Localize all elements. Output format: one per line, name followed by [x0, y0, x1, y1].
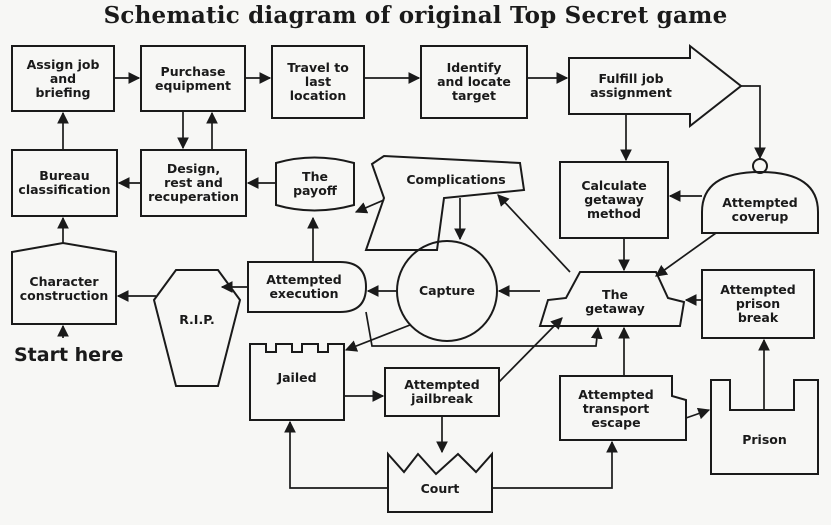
van-transport	[559, 375, 687, 441]
bell-handle	[752, 158, 768, 174]
node-purchase-equipment: Purchase equipment	[155, 63, 231, 93]
edge-complications-payoff	[354, 199, 385, 214]
node-bureau: Bureau classification	[18, 168, 111, 197]
crown-court	[387, 451, 493, 513]
node-character: Character construction	[19, 274, 109, 303]
node-prison-break: Attempted prison break	[720, 282, 796, 325]
edge-transport-prison	[685, 407, 711, 420]
node-execution: Attempted execution	[266, 272, 342, 301]
box-travel	[271, 45, 365, 119]
edge-fulfill-coverup	[741, 85, 766, 160]
edge-court-transport	[492, 440, 618, 489]
node-fulfill: Fulfill job assignment	[590, 71, 672, 100]
house-character	[11, 241, 117, 325]
node-jailed: Jailed	[277, 370, 317, 385]
node-transport: Attempted transport escape	[578, 387, 654, 430]
node-assign-job: Assign job and briefing	[26, 56, 100, 100]
gun-shape	[364, 154, 526, 251]
node-rip: R.I.P.	[179, 312, 215, 327]
node-prison: Prison	[742, 432, 787, 447]
edge-execution-getaway	[365, 311, 603, 347]
node-jailbreak: Attempted jailbreak	[404, 377, 480, 406]
node-calculate: Calculate getaway method	[581, 178, 647, 221]
node-travel: Travel to last location	[287, 60, 349, 103]
scroll-payoff	[275, 156, 355, 212]
node-identify: Identify and locate target	[437, 60, 511, 103]
node-court: Court	[420, 481, 460, 496]
box-bureau	[11, 149, 118, 217]
edge-court-jailed	[284, 420, 388, 489]
box-calculate	[559, 161, 669, 239]
diagram-title: Schematic diagram of original Top Secret…	[103, 2, 728, 29]
node-getaway: The getaway	[585, 287, 645, 316]
edge-capture-jailed	[344, 324, 411, 352]
node-payoff: The payoff	[293, 169, 337, 198]
edge-jailbreak-getaway	[498, 317, 563, 383]
node-capture: Capture	[418, 283, 476, 298]
node-design: Design, rest and recuperation	[148, 161, 239, 204]
node-coverup: Attempted coverup	[722, 195, 798, 224]
arrow-shape-fulfill	[568, 43, 743, 129]
tower-jailed	[249, 343, 345, 421]
box-prison-break	[701, 269, 815, 339]
edge-getaway-complications	[497, 194, 571, 273]
fortress-prison	[710, 379, 819, 475]
start-here-label: Start here	[14, 344, 124, 366]
box-identify	[420, 45, 528, 119]
node-complications: Complications	[406, 172, 506, 187]
coffin-rip	[152, 269, 242, 387]
bullet-execution	[247, 261, 368, 313]
edge-coverup-getaway	[655, 232, 717, 277]
